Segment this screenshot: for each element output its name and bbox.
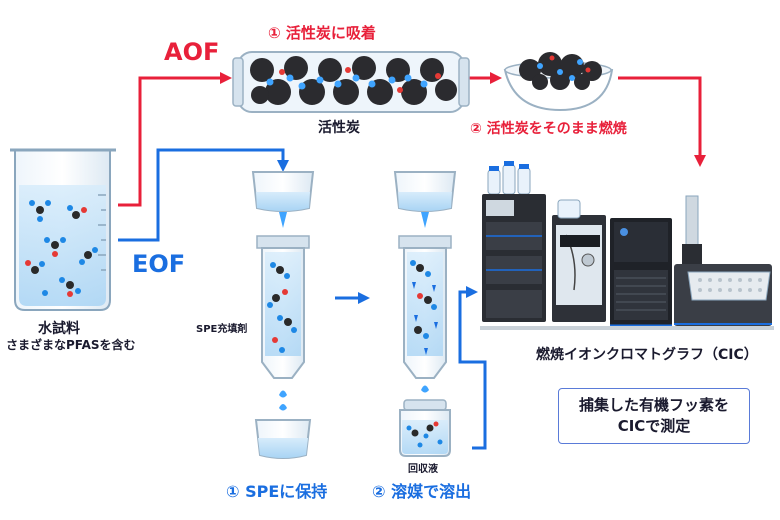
aof-arrow-to-cic (618, 76, 702, 160)
water-sample-sub-label: さまざまなPFASを含む (6, 338, 136, 352)
water-sample-label: 水試料 (38, 321, 80, 337)
spe-column-retain (251, 171, 315, 459)
aof-label: AOF (164, 38, 220, 66)
step-burn-label: ② 活性炭をそのまま燃焼 (470, 121, 627, 137)
activated-carbon-tube (232, 51, 470, 113)
eof-arrow-to-cic (458, 290, 487, 450)
crucible (503, 52, 614, 112)
result-line-1: 捕集した有機フッ素を (578, 396, 729, 414)
aof-arrow-path (118, 76, 225, 207)
cic-title-label: 燃焼イオンクロマトグラフ（CIC） (536, 347, 758, 363)
step-elute-label: ② 溶媒で溶出 (372, 482, 472, 501)
water-sample-beaker (10, 148, 116, 311)
activated-carbon-label: 活性炭 (318, 120, 360, 136)
step-spe-label: ① SPEに保持 (226, 482, 328, 501)
spe-column-elute (393, 171, 457, 457)
step-adsorb-label: ① 活性炭に吸着 (268, 24, 376, 42)
eof-arrow-path (118, 148, 285, 242)
result-line-2: CICで測定 (617, 417, 691, 435)
eof-label: EOF (132, 250, 186, 278)
recovery-liquid-label: 回収液 (408, 464, 438, 475)
cic-instrument (480, 161, 774, 330)
spe-sorbent-label: SPE充填剤 (196, 324, 248, 335)
result-box: 捕集した有機フッ素を CICで測定 (558, 388, 750, 444)
